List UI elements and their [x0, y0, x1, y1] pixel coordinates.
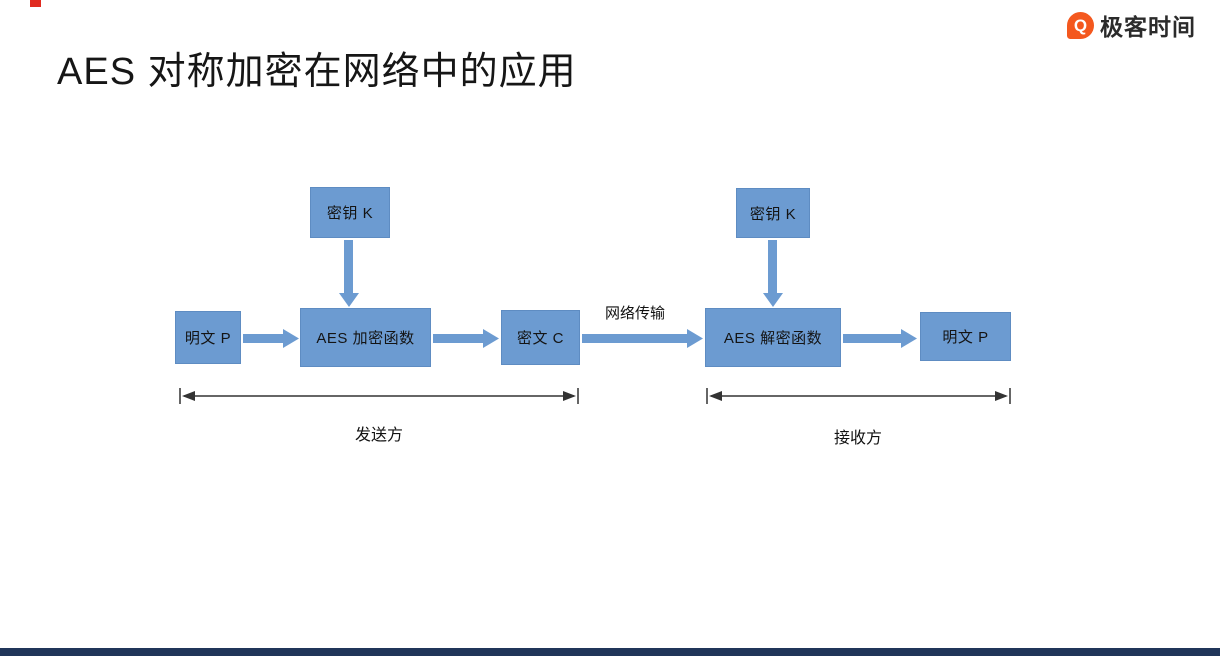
network-transfer-label: 网络传输 [604, 305, 665, 322]
corner-marker [30, 0, 41, 7]
receiver-span-dimension-line [706, 388, 1011, 404]
sender-span-dimension-line [179, 388, 579, 404]
arrow-receiverkey-to-decrypt [763, 240, 783, 307]
footer-bar [0, 648, 1220, 656]
arrow-encrypt-to-cipher [433, 329, 499, 348]
receiver-group-label: 接收方 [833, 430, 882, 447]
node-aes-encrypt-function: AES 加密函数 [300, 308, 431, 367]
node-ciphertext: 密文 C [501, 310, 580, 365]
arrow-decrypt-to-plaintext [843, 329, 917, 348]
arrow-senderkey-to-encrypt [339, 240, 359, 307]
geektime-logo-icon: Q [1067, 11, 1094, 39]
logo-text: 极客时间 [1100, 14, 1196, 40]
page-title: AES 对称加密在网络中的应用 [57, 51, 577, 93]
node-aes-decrypt-function: AES 解密函数 [705, 308, 841, 367]
logo: Q 极客时间 [1067, 8, 1196, 42]
arrow-plaintext-to-encrypt [243, 329, 299, 348]
sender-group-label: 发送方 [354, 427, 403, 444]
node-plaintext-sender: 明文 P [175, 311, 241, 364]
arrow-cipher-to-decrypt [582, 329, 703, 348]
node-receiver-key: 密钥 K [736, 188, 810, 238]
node-sender-key: 密钥 K [310, 187, 390, 238]
node-plaintext-receiver: 明文 P [920, 312, 1011, 361]
